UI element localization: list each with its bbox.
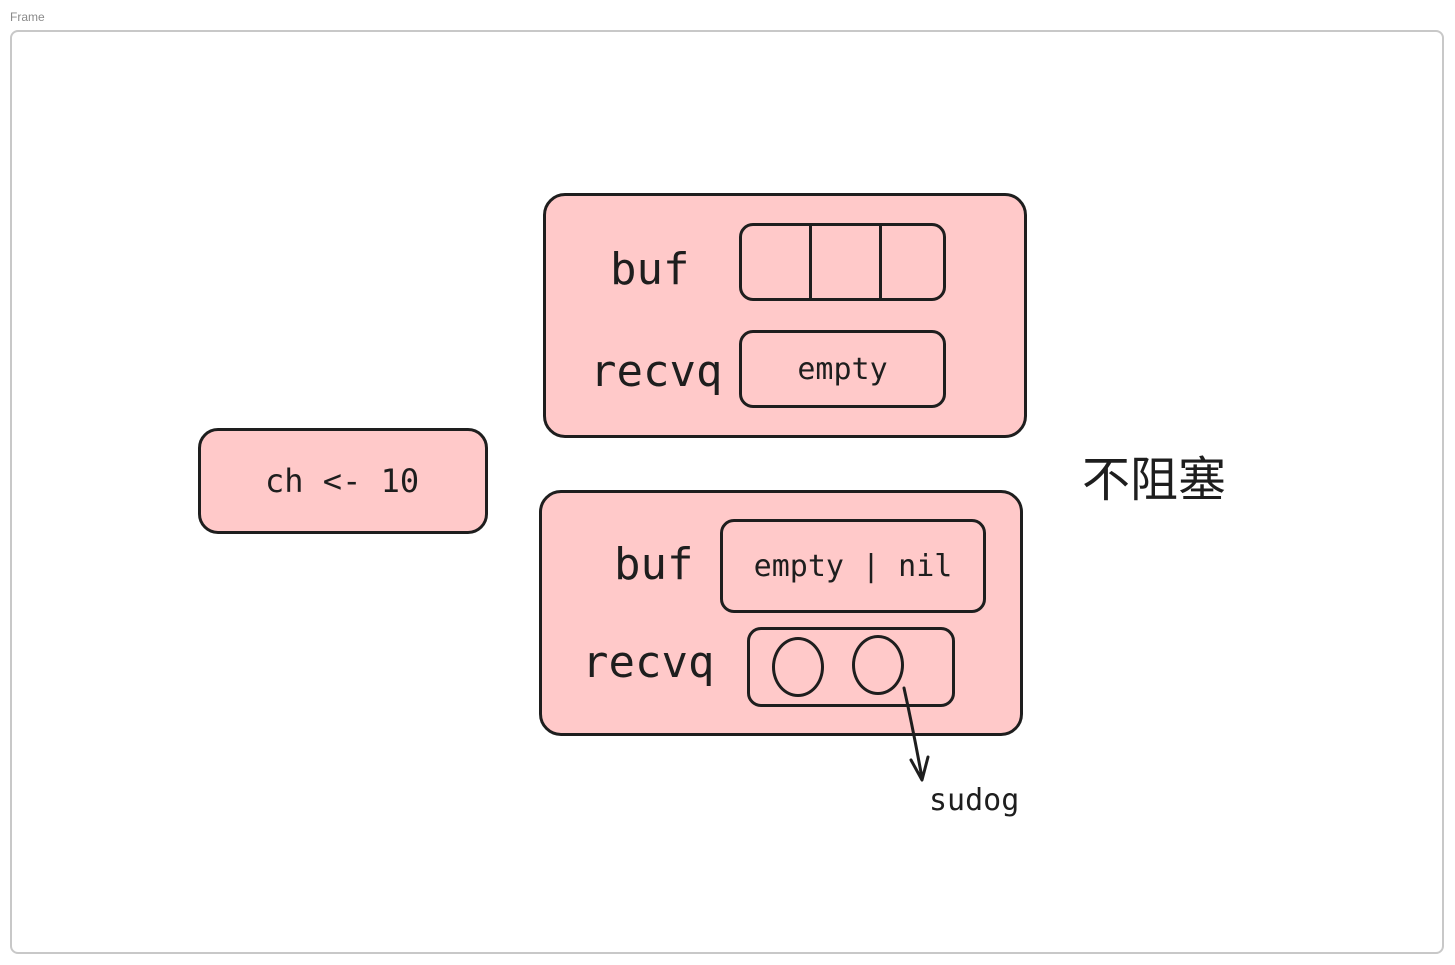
channel-bottom-recvq-box: [747, 627, 955, 707]
channel-bottom: buf empty | nil recvq: [539, 490, 1023, 736]
channel-bottom-buf-label: buf: [614, 539, 694, 590]
channel-top-buf-label: buf: [610, 244, 690, 295]
channel-bottom-buf-value: empty | nil: [753, 548, 953, 584]
send-statement-text: ch <- 10: [265, 462, 420, 500]
channel-top-recvq-value: empty: [797, 351, 888, 387]
channel-bottom-recvq-label: recvq: [582, 637, 715, 688]
channel-top-buf-cells: [739, 223, 946, 301]
frame-label: Frame: [10, 10, 45, 24]
frame: [10, 30, 1444, 954]
waiting-goroutine-circle: [772, 637, 824, 697]
channel-bottom-buf-box: empty | nil: [720, 519, 986, 613]
send-statement-box: ch <- 10: [198, 428, 488, 534]
waiting-goroutine-circle: [852, 635, 904, 695]
buf-cell-divider: [879, 223, 882, 301]
sudog-label: sudog: [929, 783, 1020, 818]
channel-top: buf recvq empty: [543, 193, 1027, 438]
channel-top-recvq-box: empty: [739, 330, 946, 408]
status-text-non-blocking: 不阻塞: [1082, 452, 1227, 508]
channel-top-recvq-label: recvq: [590, 346, 723, 397]
buf-cell-divider: [809, 223, 812, 301]
